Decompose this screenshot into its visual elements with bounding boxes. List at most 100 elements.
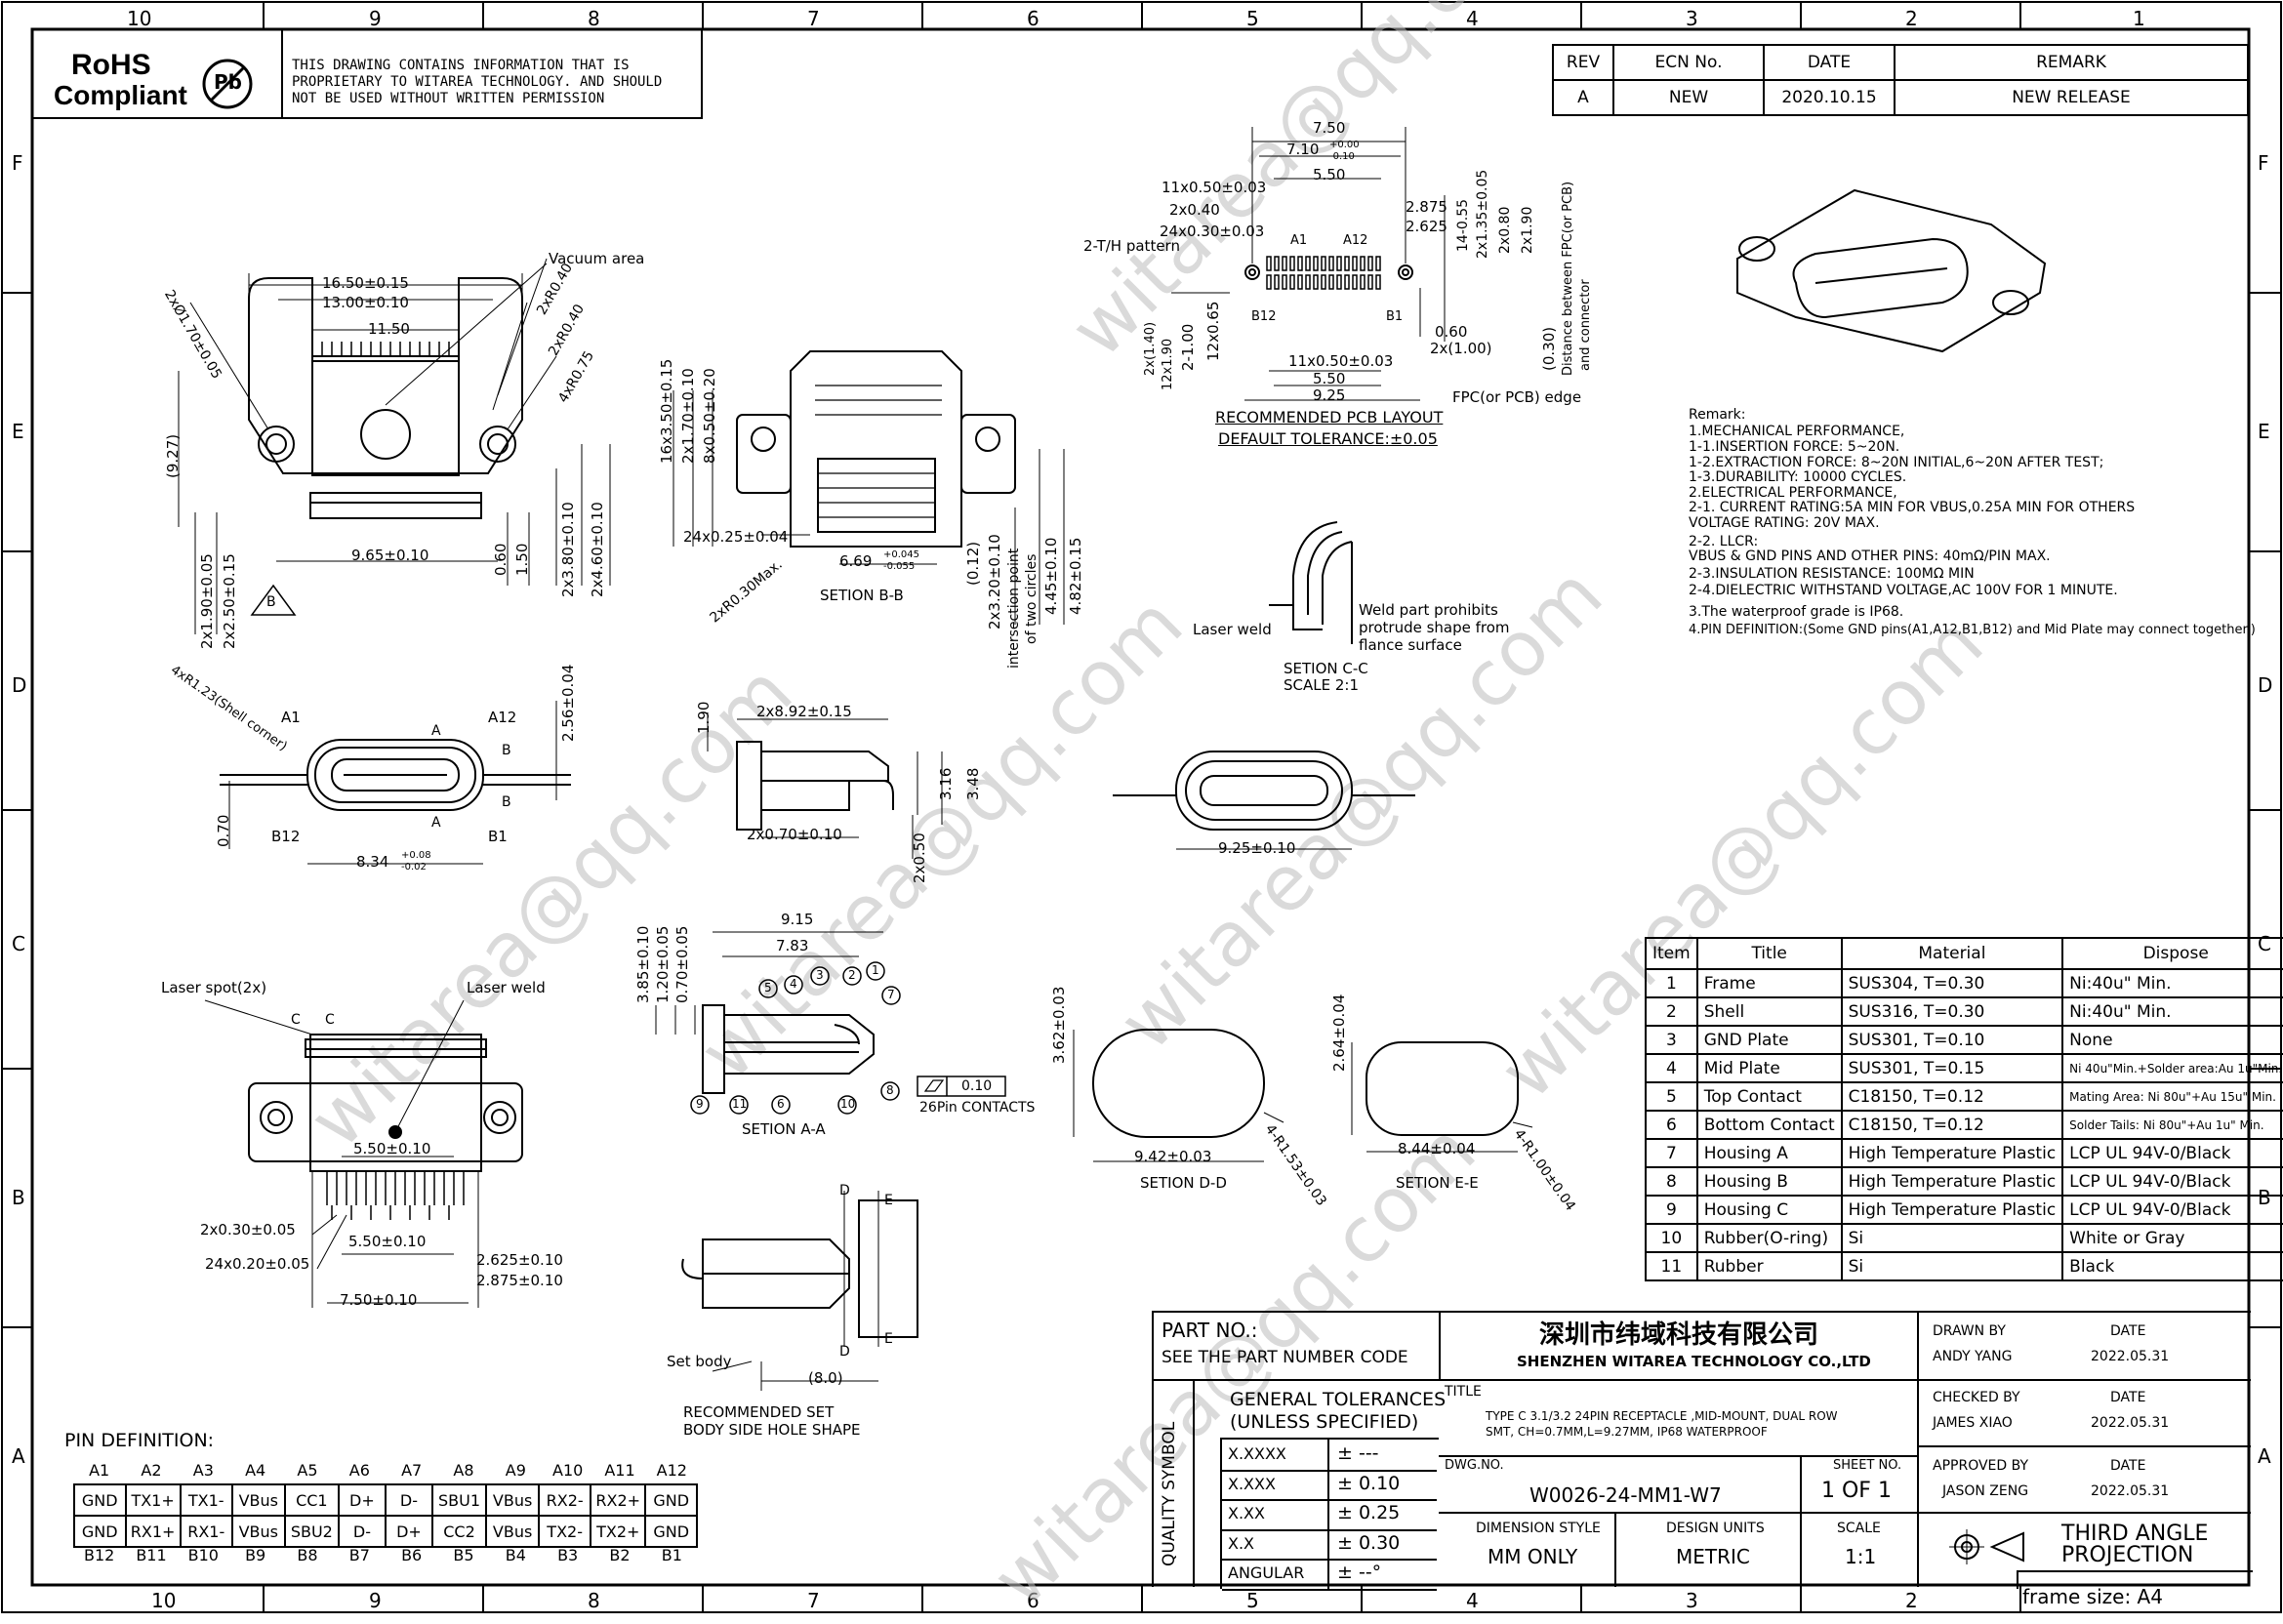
pin-label-top: A3 [192,1461,214,1480]
bom-cell: 8 [1645,1166,1698,1197]
date-value: 2020.10.15 [1763,79,1896,116]
dim-label: (8.0) [808,1369,843,1387]
dim-label: 2-1.00 [1179,323,1197,371]
section-marker: E [884,1193,893,1208]
section-marker: D [839,1344,850,1360]
remark-line: 2-4.DIELECTRIC WITHSTAND VOLTAGE,AC 100V… [1689,583,2118,598]
balloon-label: 10 [840,1097,856,1111]
section-marker: C [291,1012,301,1028]
remark-line: 1-1.INSERTION FORCE: 5~20N. [1689,439,1900,455]
lead-free-icon [202,59,253,109]
pin-label: B1 [1386,309,1404,324]
zone-row-label: B [12,1186,25,1209]
sheet-no-value: 1 OF 1 [1821,1479,1892,1503]
dim-label: 4.45±0.10 [1042,537,1060,615]
callout-label: protrude shape from [1359,619,1510,636]
dim-label: 7.10 [1286,141,1320,158]
pin-label-top: A2 [141,1461,162,1480]
bom-col-material: Material [1840,937,2064,970]
tolerance-format: X.XXX [1228,1474,1276,1493]
pin-label: A1 [281,709,301,726]
dim-label: 11x0.50±0.03 [1162,179,1267,196]
tolerance-row: X.XXX± 0.10 [1222,1469,1437,1502]
pin-label-top: A4 [245,1461,266,1480]
pin-label-bottom: B2 [609,1546,631,1564]
tolerance-value: ± 0.25 [1337,1502,1401,1524]
dim-label: 12x1.90 [1161,338,1175,390]
dim-label: 2x8.92±0.15 [756,703,852,720]
bom-cell: High Temperature Plastic [1840,1195,2064,1225]
dim-label: 11.50 [368,320,410,338]
zone-row-label: D [12,673,27,697]
bom-cell: None [2061,1025,2283,1055]
drawing-number: W0026-24-MM1-W7 [1529,1483,1722,1507]
dim-label: 13.00±0.10 [322,294,409,311]
tolerance-format: X.XX [1228,1504,1265,1523]
pcb-layout [1171,127,1446,401]
zone-row-label: F [12,151,23,175]
view-title: BODY SIDE HOLE SHAPE [683,1421,861,1439]
dim-label: 2.64±0.04 [1330,994,1348,1072]
dim-label: 0.60 [1435,323,1468,341]
dim-label: 2-T/H pattern [1083,237,1180,255]
section-title: SETION D-D [1140,1174,1227,1192]
remark-line: 3.The waterproof grade is IP68. [1689,604,1904,620]
title-label: TITLE [1445,1384,1482,1400]
pin-label: B12 [1251,309,1277,324]
design-units-value: METRIC [1676,1545,1750,1568]
pin-label: A12 [1343,233,1368,248]
pin-cell: RX2+ [590,1483,647,1517]
dim-label: 8.34 [356,853,389,871]
pin-label-bottom: B8 [297,1546,318,1564]
balloon-label: 5 [764,981,772,995]
bom-cell: 5 [1645,1081,1698,1112]
rev-header: REV [1552,44,1614,81]
bom-cell: Mating Area: Ni 80u"+Au 15u" Min. [2061,1081,2283,1112]
remark-line: 2-1. CURRENT RATING:5A MIN FOR VBUS,0.25… [1689,500,2136,515]
pin-cell: CC1 [283,1483,340,1517]
pin-cell: D- [384,1483,433,1517]
bom-cell: Black [2061,1251,2283,1281]
dim-note: intersection point [1006,548,1022,669]
end-view [1113,751,1415,850]
tolerance-value: ± --- [1337,1442,1379,1464]
section-marker: C [325,1012,335,1028]
bom-cell: SUS301, T=0.10 [1840,1025,2064,1055]
callout-label: Vacuum area [549,250,645,267]
pin-label-top: A6 [348,1461,370,1480]
bom-cell: Rubber(O-ring) [1695,1223,1843,1253]
pin-cell: RX2- [538,1483,592,1517]
frame-size: frame size: A4 [2022,1585,2163,1608]
checked-date-label: DATE [2110,1390,2146,1405]
bom-cell: 6 [1645,1110,1698,1140]
dim-label: (0.12) [964,541,982,586]
balloon-label: 8 [886,1083,894,1097]
dim-tolerance: +0.045 [883,549,920,560]
dim-label: 2x3.20±0.10 [986,534,1003,629]
tolerance-format: X.X [1228,1533,1255,1553]
pin-label: A12 [488,709,517,726]
pin-cell: VBus [230,1515,286,1548]
rohs-title: RoHS [71,49,151,81]
bom-cell: LCP UL 94V-0/Black [2061,1138,2283,1168]
view-title: RECOMMENDED SET [683,1403,835,1421]
title-line-2: SMT, CH=0.7MM,L=9.27MM, IP68 WATERPROOF [1486,1425,1768,1439]
bom-cell: Ni:40u" Min. [2061,996,2283,1027]
dwg-no-label: DWG.NO. [1445,1458,1504,1473]
dim-label: 2.875 [1406,198,1447,216]
dim-label: 9.65±0.10 [351,547,429,564]
bom-cell: Bottom Contact [1695,1110,1843,1140]
pin-label: B12 [271,828,301,845]
section-title: SETION C-C [1284,660,1368,677]
dim-label: 16x3.50±0.15 [658,358,675,464]
remark-line: 1.MECHANICAL PERFORMANCE, [1689,424,1905,439]
dim-label: 5.50±0.10 [353,1140,431,1157]
